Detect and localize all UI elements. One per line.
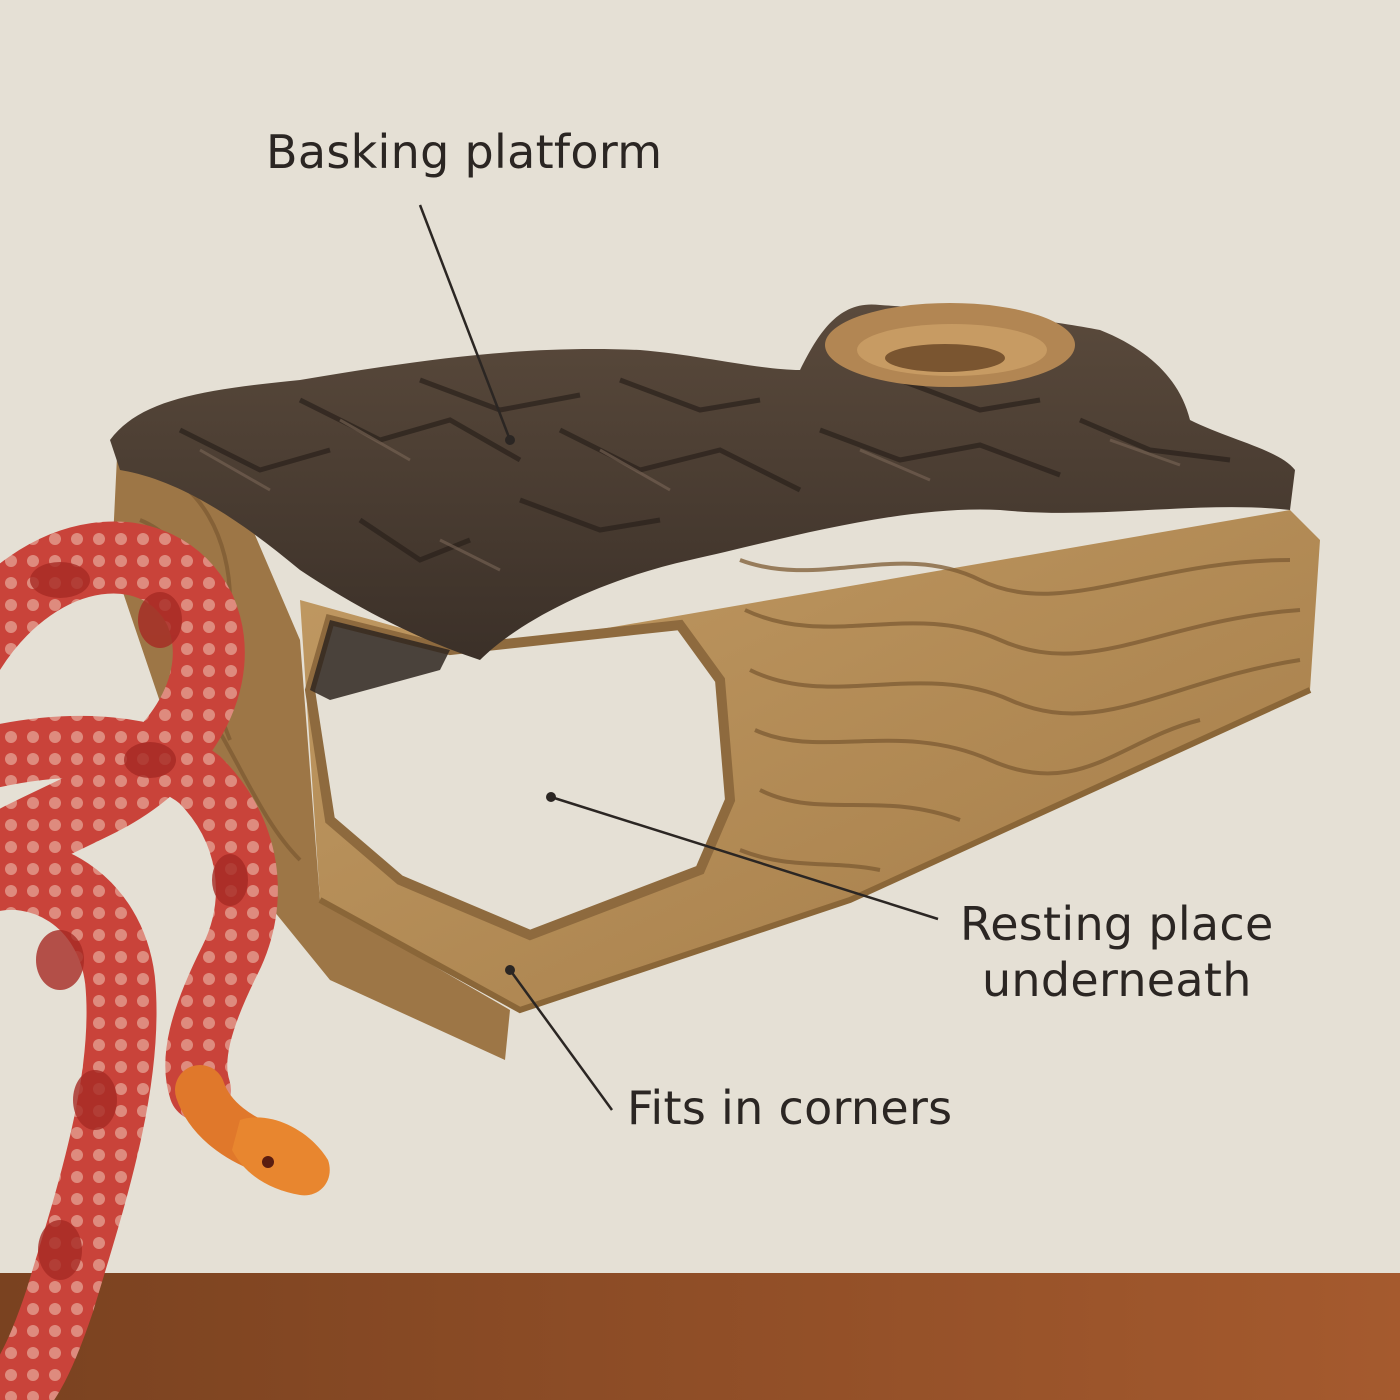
callout-dots xyxy=(505,435,556,975)
callout-dot-corners xyxy=(505,965,515,975)
callout-basking-platform: Basking platform xyxy=(266,124,662,180)
callout-dot-resting xyxy=(546,792,556,802)
snake-markings xyxy=(30,562,248,1280)
callout-line-basking xyxy=(418,204,512,441)
callout-resting-place-line2: underneath xyxy=(981,953,1252,1008)
snake-middle-body xyxy=(0,715,278,1121)
basking-bowl-well xyxy=(885,344,1005,372)
callout-fits-in-corners: Fits in corners xyxy=(627,1080,952,1136)
snake-eye xyxy=(262,1156,274,1168)
log-inner-shadow xyxy=(310,620,450,700)
callout-fits-in-corners-text: Fits in corners xyxy=(627,1081,953,1135)
callout-resting-place: Resting place underneath xyxy=(960,896,1274,1008)
log-bark-top xyxy=(110,304,1295,660)
log-bottom-edge xyxy=(318,687,1312,1014)
floor-surface xyxy=(0,1273,1400,1400)
snake-upper-loop xyxy=(0,521,245,892)
log-opening xyxy=(310,620,730,935)
callout-line-resting xyxy=(550,795,939,921)
callout-dot-basking xyxy=(505,435,515,445)
callout-resting-place-line1: Resting place xyxy=(960,897,1274,951)
bark-highlights xyxy=(199,418,1181,572)
callout-line-corners xyxy=(508,969,614,1111)
callout-lines xyxy=(418,204,939,1111)
callout-basking-platform-text: Basking platform xyxy=(266,125,663,179)
snake-head xyxy=(232,1117,330,1196)
corn-snake xyxy=(0,521,330,1400)
